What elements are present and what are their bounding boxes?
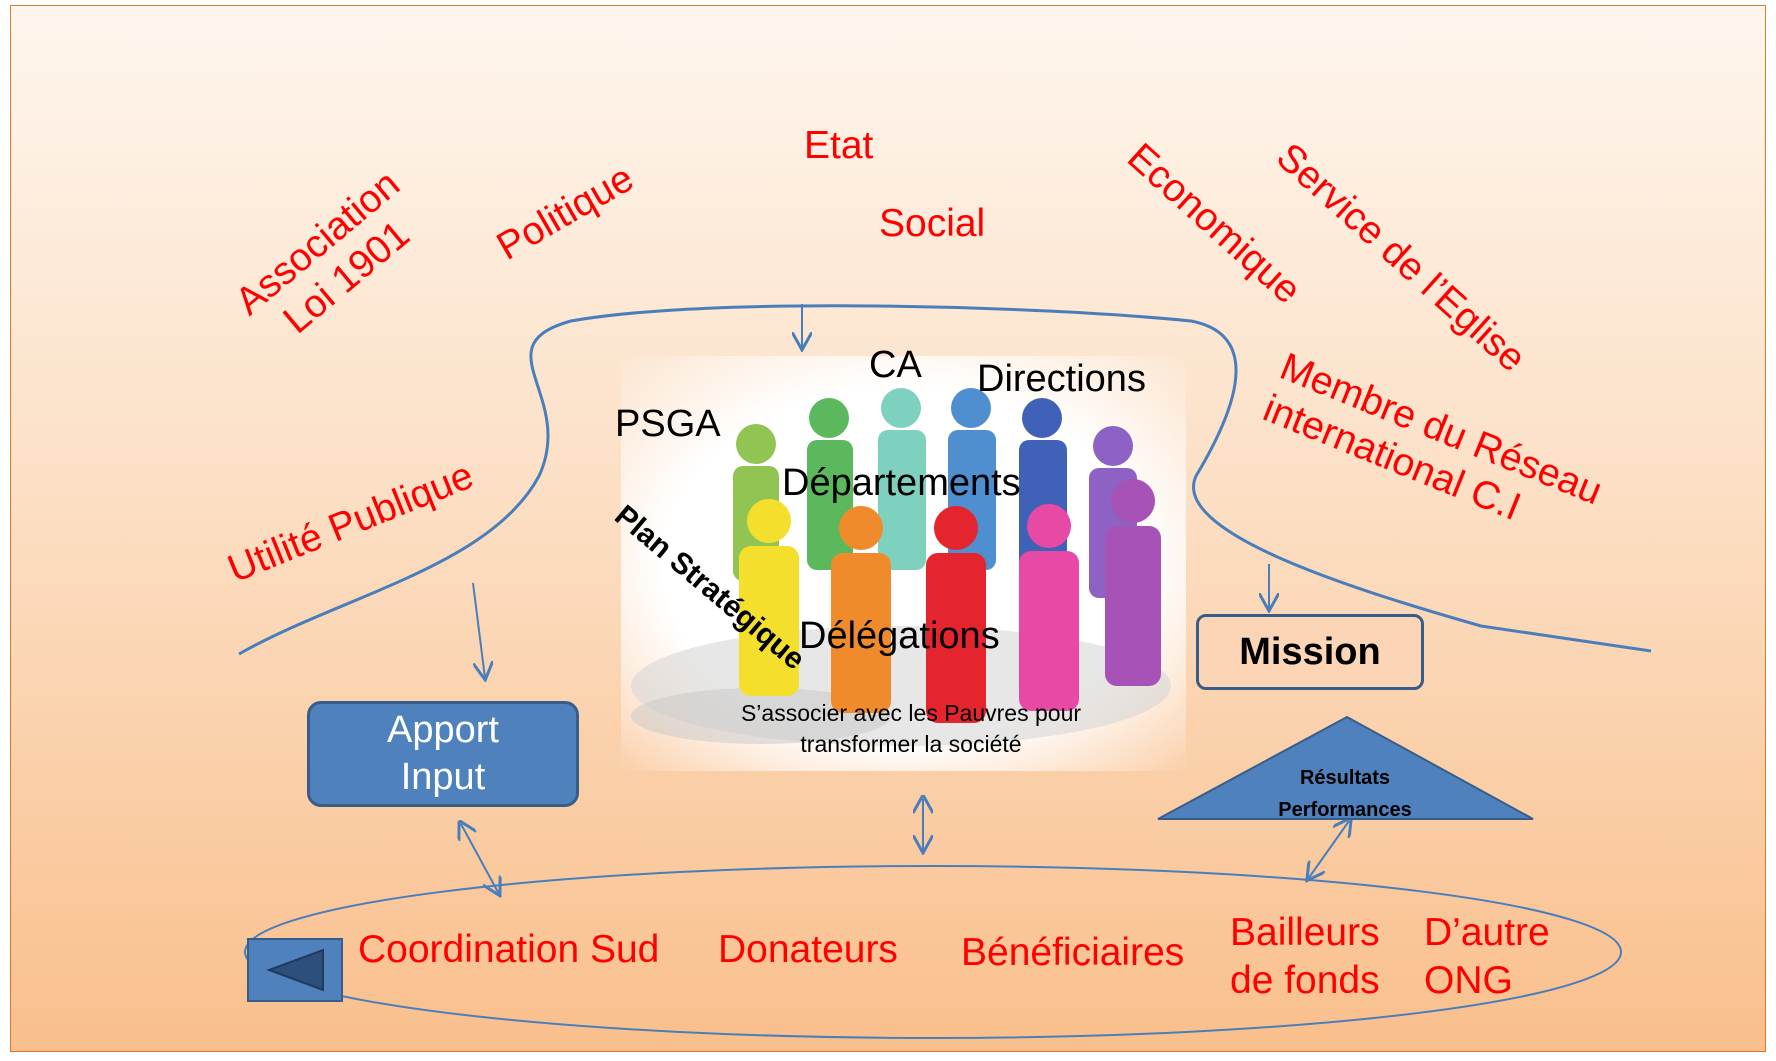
partner-bailleurs: Bailleurs de fonds xyxy=(1230,911,1380,1002)
label-psga: PSGA xyxy=(615,403,721,445)
back-button[interactable] xyxy=(247,938,343,1002)
person-back-3 xyxy=(878,388,926,570)
person-front-2 xyxy=(831,506,891,713)
people-panel xyxy=(621,356,1186,771)
label-directions: Directions xyxy=(977,358,1146,400)
label-tagline: S’associer avec les Pauvres pour transfo… xyxy=(740,700,1082,758)
label-delegations: Délégations xyxy=(799,615,1000,657)
results-label-line1: Résultats xyxy=(1300,767,1390,789)
diagram-lines: Résultats Performances xyxy=(238,304,1652,1039)
triangle-left-icon xyxy=(266,948,324,992)
boundary-curve xyxy=(238,304,1652,656)
partners-ellipse xyxy=(244,865,1622,1039)
arrow-apport-partners xyxy=(461,824,499,894)
person-front-4 xyxy=(1019,504,1079,711)
results-label-line2: Performances xyxy=(1278,799,1411,821)
arrow-results-partners xyxy=(1308,821,1349,879)
people-illustration xyxy=(631,388,1171,746)
apport-label: Apport Input xyxy=(387,708,499,799)
person-front-3 xyxy=(926,506,986,723)
mission-label: Mission xyxy=(1239,630,1381,673)
label-departements: Départements xyxy=(782,462,1021,504)
partner-coordination-sud: Coordination Sud xyxy=(358,928,660,971)
arrow-apport xyxy=(472,582,485,678)
label-etat: Etat xyxy=(804,124,874,167)
partner-donateurs: Donateurs xyxy=(718,928,898,971)
label-ca: CA xyxy=(869,344,922,386)
apport-box: Apport Input xyxy=(307,701,579,807)
partner-beneficiaires: Bénéficiaires xyxy=(961,931,1185,974)
label-social: Social xyxy=(879,202,986,245)
person-front-5 xyxy=(1105,479,1161,686)
slide: Résultats Performances Association Loi 1… xyxy=(10,5,1766,1052)
person-front-1 xyxy=(739,499,799,696)
mission-box: Mission xyxy=(1196,614,1424,690)
results-triangle xyxy=(1157,715,1534,820)
partner-autres-ong: D’autre ONG xyxy=(1424,911,1550,1002)
